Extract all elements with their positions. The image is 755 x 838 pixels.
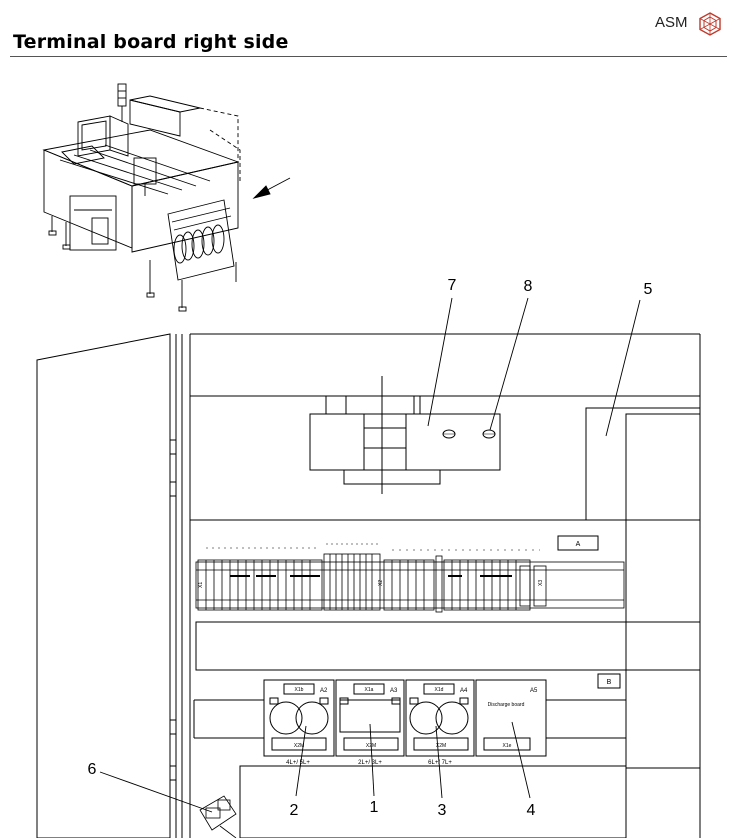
label-box-b [597, 673, 621, 689]
title-divider [10, 56, 727, 57]
module-a4-bottom-tag: X2M [436, 743, 446, 749]
brand-name: ASM [655, 14, 688, 31]
callout-6: 6 [88, 761, 97, 778]
module-a4-tag: X1d [435, 687, 444, 693]
module-a3-tag: X1a [365, 687, 374, 693]
module-a4-caption: 6L+/ 7L+ [428, 760, 452, 766]
terminal-strip [195, 553, 625, 613]
top-component-assembly [309, 376, 501, 494]
lower-cabinet [193, 699, 627, 838]
callout-4: 4 [527, 802, 536, 819]
callout-3: 3 [438, 802, 447, 819]
module-a5-discharge-board [475, 679, 547, 757]
callout-8: 8 [524, 278, 533, 295]
callout-1: 1 [370, 799, 379, 816]
callout-7: 7 [448, 277, 457, 294]
callout-2: 2 [290, 802, 299, 819]
component-6 [199, 795, 237, 838]
module-a3-caption: 2L+/ 3L+ [358, 760, 382, 766]
cabinet-door [36, 333, 183, 838]
module-a2 [263, 679, 335, 757]
machine-overview-illustration [42, 83, 291, 312]
module-a5-bottom-tag: X1e [503, 743, 512, 749]
module-a3-id: A3 [390, 688, 398, 694]
module-a4 [405, 679, 475, 757]
terminal-label-x1: X1 [198, 582, 204, 588]
callout-leaders [99, 297, 641, 813]
page-title: Terminal board right side [13, 31, 289, 53]
module-a4-id: A4 [460, 688, 468, 694]
module-a3-bottom-tag: X2M [366, 743, 376, 749]
module-a2-id: A2 [320, 688, 328, 694]
module-a2-bottom-tag: X2M [294, 743, 304, 749]
terminal-label-x2: X2 [378, 580, 384, 586]
module-a5-id: A5 [530, 688, 538, 694]
terminal-number-ticks [206, 543, 540, 551]
label-b: B [607, 679, 612, 686]
label-a: A [576, 541, 581, 548]
asm-logo-icon [699, 12, 721, 36]
label-box-a [557, 535, 599, 551]
module-a5-title: Discharge board [488, 702, 525, 708]
module-a2-caption: 4L+/ 5L+ [286, 760, 310, 766]
wiring-duct [195, 621, 701, 671]
module-a2-tag: X1b [295, 687, 304, 693]
callout-5: 5 [644, 281, 653, 298]
page-header: Terminal board right side ASM [0, 0, 755, 60]
terminal-label-x3: X3 [538, 580, 544, 586]
